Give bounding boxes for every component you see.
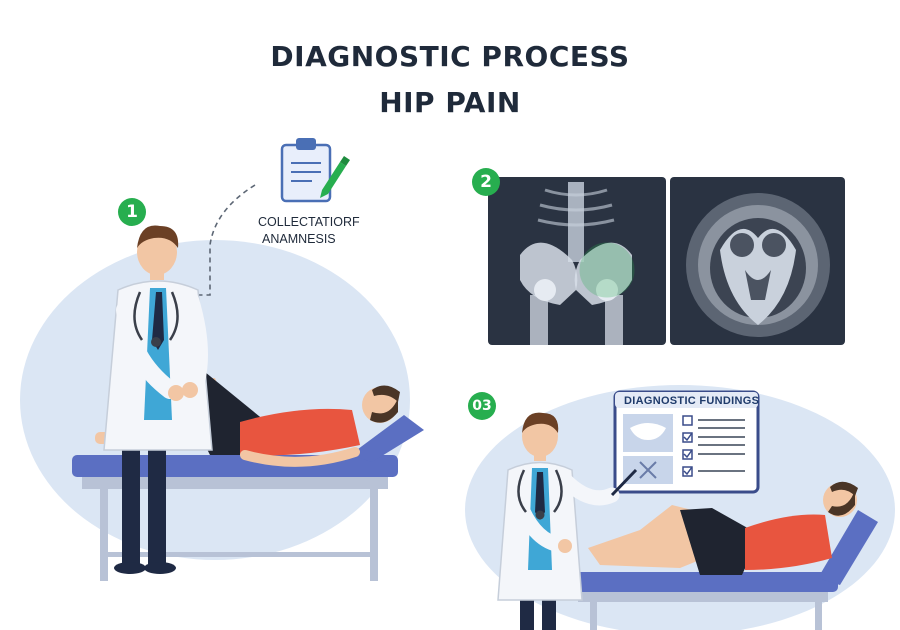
step-2-badge: 2 xyxy=(472,168,500,196)
step-3-scene xyxy=(465,385,895,630)
xray-pelvis-panel xyxy=(488,177,666,345)
exam-table-2 xyxy=(568,510,878,630)
step-1-badge: 1 xyxy=(118,198,146,226)
step-1-caption-line-2: ANAMNESIS xyxy=(262,232,336,246)
doctor-1 xyxy=(103,225,213,574)
stethoscope-icon xyxy=(517,469,563,520)
step-2-scene xyxy=(488,177,845,345)
hip-highlight xyxy=(579,242,635,298)
step-1-caption: COLLECTATIORF ANAMNESIS xyxy=(258,214,360,248)
patient-2 xyxy=(588,481,858,575)
stethoscope-icon xyxy=(133,291,179,347)
step-3-badge: 03 xyxy=(468,392,496,420)
monitor-title: DIAGNOSTIC FUNDINGS xyxy=(624,395,760,407)
page-title-line-2: HIP PAIN xyxy=(379,86,521,119)
findings-monitor xyxy=(613,390,760,494)
step-1-scene xyxy=(20,138,424,581)
clipboard-icon xyxy=(280,138,332,203)
ct-scan-panel xyxy=(670,177,845,345)
step-1-caption-line-1: COLLECTATIORF xyxy=(258,215,360,229)
checkbox-icon xyxy=(682,415,693,477)
doctor-2 xyxy=(497,412,638,630)
page-title-line-1: DIAGNOSTIC PROCESS xyxy=(270,40,630,73)
dashed-connector xyxy=(195,184,256,296)
pen-icon xyxy=(320,156,350,198)
